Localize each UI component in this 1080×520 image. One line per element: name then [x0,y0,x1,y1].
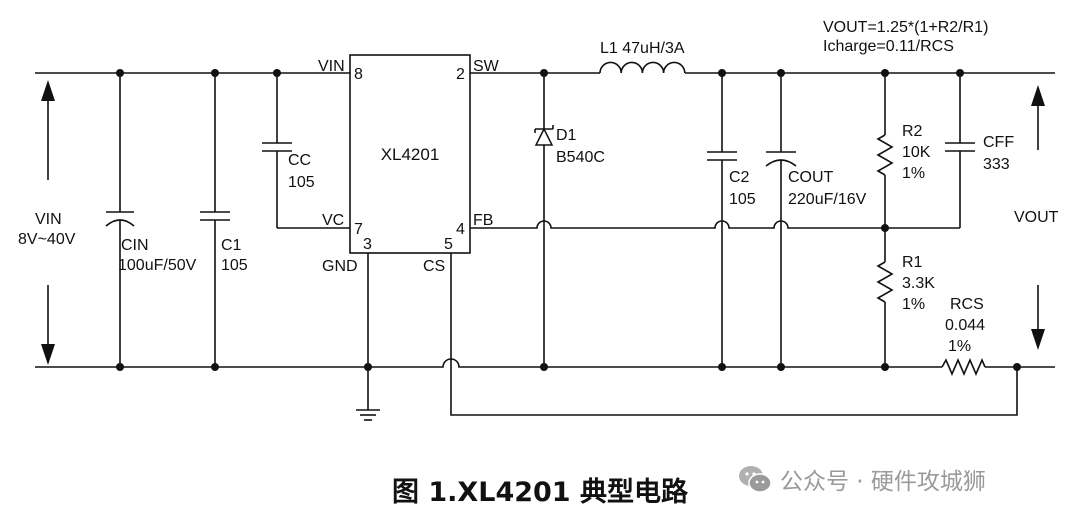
wechat-icon [739,466,772,493]
c2-value: 105 [729,191,756,208]
l1-inductor [599,61,686,74]
pin2-label: SW [473,58,500,75]
cin-value: 100uF/50V [118,257,197,274]
cin-name: CIN [121,237,149,254]
d1-value: B540C [556,149,605,166]
c2-name: C2 [729,169,750,186]
formula-icharge: Icharge=0.11/RCS [823,38,954,55]
vin-down-arrow [41,285,55,365]
rcs-name: RCS [950,296,984,313]
r2-resistor [876,73,894,228]
vin-range: 8V~40V [18,231,76,248]
ground-icon [356,409,380,421]
r1-tolerance: 1% [902,296,925,313]
cc-value: 105 [288,174,315,191]
junction-dots [116,69,1021,371]
pin4-number: 4 [456,221,465,238]
d1-name: D1 [556,127,577,144]
watermark: 公众号 · 硬件攻城狮 [738,461,1068,497]
xl4201-ic-body [349,54,471,254]
r2-name: R2 [902,123,923,140]
pin3-number: 3 [363,236,372,253]
pin3-label: GND [322,258,358,275]
vout-label: VOUT [1014,209,1059,226]
cout-value: 220uF/16V [788,191,867,208]
vout-down-arrow [1031,285,1045,350]
circuit-schematic: XL4201 VIN 8 SW 2 VC 7 FB 4 GND 3 CS 5 V… [18,19,1059,421]
cff-capacitor [945,73,975,228]
c1-name: C1 [221,237,242,254]
bottom-rail [35,358,942,368]
cs-sense-wire [450,253,1018,416]
cff-value: 333 [983,156,1010,173]
pin8-label: VIN [318,58,345,75]
d1-diode [534,73,554,367]
cc-capacitor [262,73,350,229]
watermark-text: 公众号 · 硬件攻城狮 [780,469,986,495]
pin8-number: 8 [354,66,363,83]
rcs-value: 0.044 [945,317,985,334]
ic-name: XL4201 [381,145,440,164]
r1-value: 3.3K [902,275,935,292]
l1-label: L1 47uH/3A [600,40,685,57]
c1-capacitor [200,73,230,367]
vout-up-arrow [1031,85,1045,150]
pin2-number: 2 [456,66,465,83]
r1-resistor [876,228,894,367]
figure-caption: 图 1.XL4201 典型电路 [391,477,688,508]
cout-name: COUT [788,169,834,186]
r2-tolerance: 1% [902,165,925,182]
r2-value: 10K [902,144,931,161]
cout-capacitor [765,73,797,367]
vin-up-arrow [41,80,55,180]
pin7-number: 7 [354,221,363,238]
pin4-label: FB [473,212,493,229]
c1-value: 105 [221,257,248,274]
rcs-resistor [941,357,986,377]
c2-capacitor [707,73,737,367]
cin-capacitor [105,73,135,367]
cc-name: CC [288,152,311,169]
cff-name: CFF [983,134,1014,151]
pin5-label: CS [423,258,445,275]
vin-label: VIN [35,211,62,228]
formula-vout: VOUT=1.25*(1+R2/R1) [823,19,988,36]
pin7-label: VC [322,212,344,229]
pin5-number: 5 [444,236,453,253]
rcs-tolerance: 1% [948,338,971,355]
r1-name: R1 [902,254,923,271]
